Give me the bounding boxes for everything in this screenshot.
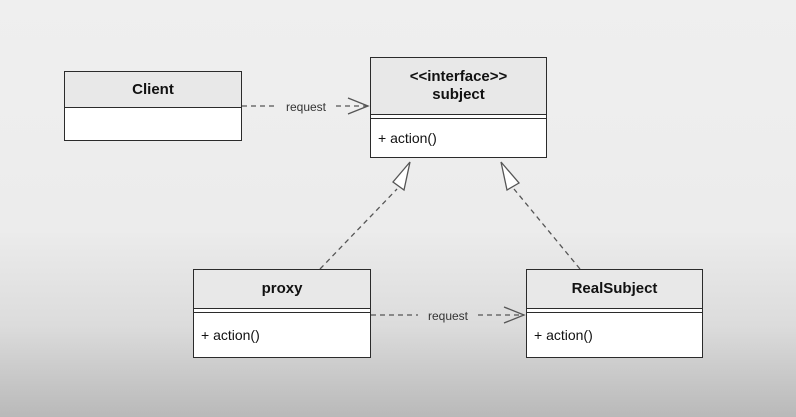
class-header: <<interface>> subject bbox=[371, 58, 546, 115]
attribute-compartment bbox=[371, 115, 546, 119]
operation-compartment: + action() bbox=[527, 313, 702, 357]
realization-proxy-to-subject bbox=[319, 161, 411, 270]
class-body bbox=[65, 108, 241, 140]
class-name: RealSubject bbox=[571, 280, 658, 297]
class-client: Client bbox=[64, 71, 242, 141]
attribute-compartment bbox=[194, 309, 370, 313]
class-header: Client bbox=[65, 72, 241, 108]
attribute-compartment bbox=[527, 309, 702, 313]
operation-text: + action() bbox=[201, 327, 260, 343]
hollow-triangle-arrowhead bbox=[392, 161, 411, 192]
request-label-client-subject: request bbox=[286, 100, 327, 114]
class-name: Client bbox=[132, 80, 174, 98]
operation-compartment: + action() bbox=[194, 313, 370, 357]
dependency-proxy-to-realsubject: request bbox=[371, 306, 526, 324]
operation-compartment: + action() bbox=[371, 119, 546, 157]
class-stereotype: <<interface>> bbox=[409, 68, 508, 85]
realization-realsubject-to-subject bbox=[500, 161, 581, 270]
operation-text: + action() bbox=[378, 130, 437, 146]
request-label-proxy-realsubject: request bbox=[428, 309, 469, 323]
class-name: subject bbox=[432, 86, 485, 103]
hollow-triangle-arrowhead bbox=[500, 161, 521, 192]
dependency-client-to-subject: request bbox=[242, 97, 370, 115]
class-name: proxy bbox=[261, 280, 303, 297]
open-arrowhead bbox=[347, 97, 370, 115]
operation-text: + action() bbox=[534, 327, 593, 343]
class-realsubject: RealSubject + action() bbox=[526, 269, 703, 358]
open-arrowhead bbox=[503, 306, 526, 324]
class-subject: <<interface>> subject + action() bbox=[370, 57, 547, 158]
class-header: RealSubject bbox=[527, 270, 702, 309]
class-proxy: proxy + action() bbox=[193, 269, 371, 358]
class-header: proxy bbox=[194, 270, 370, 309]
